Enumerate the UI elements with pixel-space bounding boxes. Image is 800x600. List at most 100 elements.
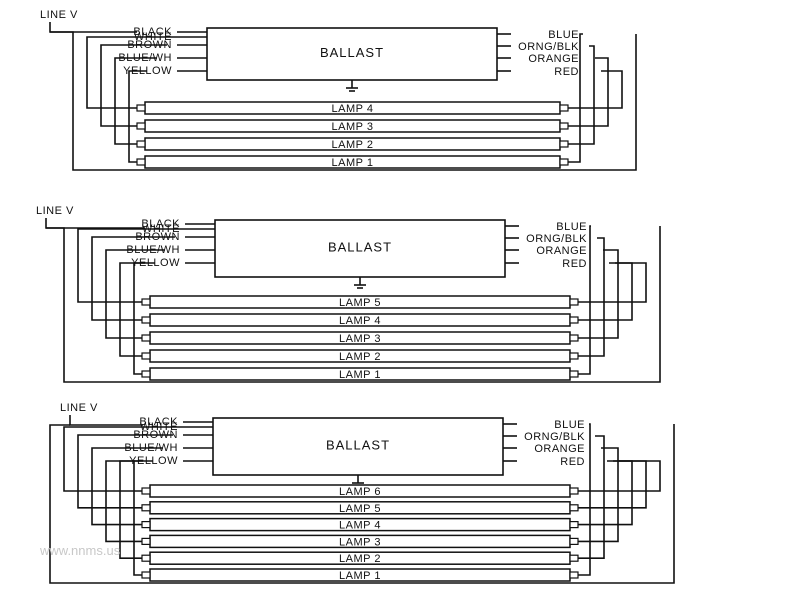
right-wire-label: RED: [562, 258, 587, 270]
lamp-pin-left: [141, 316, 151, 324]
lamp-pin-left: [141, 370, 151, 378]
wire-segment: [133, 262, 145, 375]
diagram-3: LINE VBALLASTBLACKWHITEBROWNBLUE/WHYELLO…: [49, 402, 675, 584]
lamp-label: LAMP 5: [339, 503, 381, 515]
lamp-label: LAMP 2: [332, 139, 374, 151]
lamp-pin-right: [569, 298, 579, 306]
wire-segment: [46, 226, 661, 383]
lamp-label: LAMP 1: [339, 369, 381, 381]
right-wire-label: ORNG/BLK: [518, 41, 579, 53]
lamp-pin-left: [141, 537, 151, 546]
wire-segment: [105, 249, 165, 339]
wire-segment: [568, 57, 609, 127]
right-wire-label: RED: [554, 66, 579, 78]
ballast-label: BALLAST: [328, 240, 392, 255]
lamp-label: LAMP 3: [339, 333, 381, 345]
right-wire-label: ORNG/BLK: [526, 233, 587, 245]
lamp-pin-right: [569, 554, 579, 562]
lamp-pin-right: [569, 537, 579, 546]
diagram-2: LINE VBALLASTBLACKWHITEBROWNBLUE/WHYELLO…: [36, 205, 661, 383]
lamp-label: LAMP 4: [332, 103, 374, 115]
right-wire-label: BLUE: [556, 221, 587, 233]
lamp-pin-right: [559, 122, 569, 130]
wire-segment: [77, 228, 185, 303]
wire-segment: [578, 435, 605, 560]
wire-segment: [119, 460, 143, 560]
wire-segment: [91, 236, 175, 321]
wire-segment: [568, 33, 583, 163]
left-wire-label: BLACK: [141, 218, 180, 230]
lamp-label: LAMP 3: [332, 121, 374, 133]
ballast-box: [212, 417, 504, 476]
right-wire-label: BLUE: [548, 29, 579, 41]
lamp-pin-left: [141, 334, 151, 342]
lamp-label: LAMP 6: [339, 486, 381, 498]
wire-segment: [105, 460, 153, 543]
right-wire-label: ORNG/BLK: [524, 431, 585, 443]
wire-segment: [77, 434, 173, 509]
wire-segment: [133, 460, 142, 576]
lamp-pin-right: [569, 370, 579, 378]
diagram-panels: LINE VBALLASTBLACKWHITEBROWNBLUE/WHYELLO…: [36, 9, 675, 584]
wire-segment: [63, 426, 183, 492]
diagram-1: LINE VBALLASTBLACKWHITEBROWNBLUE/WHYELLO…: [40, 9, 637, 171]
wire-segment: [100, 44, 167, 127]
lamp-pin-right: [569, 520, 579, 529]
wire-segment: [578, 262, 633, 321]
lamp-label: LAMP 5: [339, 297, 381, 309]
lamp-pin-right: [569, 571, 579, 579]
lamp-pin-left: [141, 298, 151, 306]
lamp-pin-left: [141, 504, 151, 512]
wire-segment: [578, 262, 647, 303]
lamp-pin-left: [136, 158, 146, 166]
watermark: www.nnms.us: [39, 543, 121, 558]
right-wire-label: BLUE: [554, 419, 585, 431]
wire-segment: [49, 424, 675, 584]
wire-segment: [128, 70, 147, 163]
left-wire-label: BLACK: [133, 26, 172, 38]
lamp-label: LAMP 1: [339, 570, 381, 582]
ballast-box: [206, 27, 498, 81]
lamp-label: LAMP 3: [339, 536, 381, 548]
line-v-label: LINE V: [60, 402, 98, 414]
wire-segment: [114, 57, 157, 145]
lamp-pin-right: [559, 158, 569, 166]
left-wire-label: YELLOW: [129, 455, 178, 467]
left-wire-label: YELLOW: [131, 257, 180, 269]
lamp-pin-left: [141, 571, 151, 579]
lamp-label: LAMP 2: [339, 553, 381, 565]
right-wire-label: ORANGE: [536, 245, 587, 257]
lamp-label: LAMP 4: [339, 315, 381, 327]
lamp-pin-left: [141, 352, 151, 360]
lamp-label: LAMP 4: [339, 520, 381, 532]
wire-segment: [578, 460, 633, 526]
right-wire-label: ORANGE: [534, 443, 585, 455]
wire-segment: [578, 447, 619, 543]
wire-segment: [69, 415, 143, 426]
wire-segment: [578, 225, 591, 375]
wire-segment: [578, 423, 591, 576]
right-wire-label: RED: [560, 456, 585, 468]
lamp-label: LAMP 1: [332, 157, 374, 169]
lamp-pin-left: [136, 122, 146, 130]
wire-segment: [568, 45, 595, 145]
wire-segment: [49, 22, 137, 33]
lamp-pin-right: [559, 140, 569, 148]
left-wire-label: BLACK: [139, 416, 178, 428]
wire-segment: [91, 447, 163, 526]
wire-segment: [578, 249, 619, 339]
line-v-label: LINE V: [40, 9, 78, 21]
lamp-pin-right: [569, 352, 579, 360]
wire-segment: [578, 460, 647, 509]
wire-segment: [86, 36, 177, 109]
lamp-label: LAMP 2: [339, 351, 381, 363]
lamp-pin-right: [559, 104, 569, 112]
lamp-pin-left: [141, 487, 151, 495]
left-wire-label: YELLOW: [123, 65, 172, 77]
wire-segment: [45, 218, 145, 229]
lamp-pin-left: [136, 140, 146, 148]
lamp-pin-right: [569, 334, 579, 342]
lamp-pin-right: [569, 487, 579, 495]
wire-segment: [50, 31, 637, 171]
